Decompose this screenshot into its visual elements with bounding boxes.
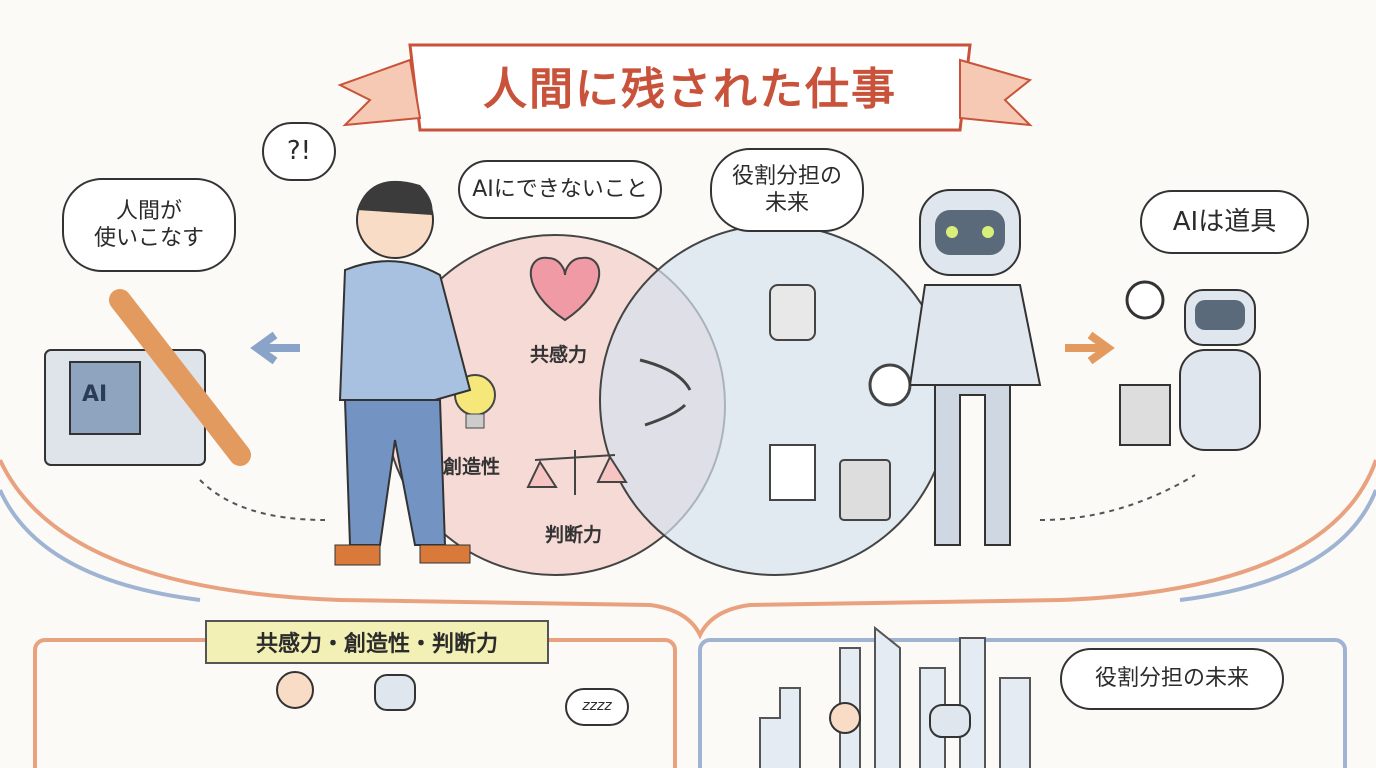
ai-tool-bubble: AIは道具 — [1140, 190, 1309, 254]
city-skyline — [759, 625, 1031, 768]
robot-figure — [908, 189, 1042, 546]
wrench-icon — [109, 289, 251, 466]
judgment-label: 判断力 — [545, 524, 603, 546]
database-icon — [769, 284, 816, 341]
ai-cannot-bubble: AIにできないこと — [458, 160, 662, 219]
arrow-left-icon — [250, 331, 300, 365]
search-analytics-icon — [868, 363, 912, 407]
multi-arm-robot — [1119, 280, 1261, 451]
human-figure — [334, 180, 472, 566]
page-title: 人間に残された仕事 — [483, 64, 897, 115]
scale-icon — [526, 450, 628, 495]
document-chart-icon — [769, 444, 816, 501]
frame-curve — [0, 459, 1376, 640]
bottom-banner: 共感力・創造性・判断力 — [205, 620, 549, 664]
handshake-icon — [639, 358, 692, 427]
creativity-label: 創造性 — [443, 456, 501, 478]
bottom-right-panel — [698, 638, 1347, 768]
question-bubble: ?! — [262, 122, 336, 181]
arrow-right-icon — [1065, 331, 1115, 365]
bottom-role-future-bubble: 役割分担の未来 — [1060, 648, 1284, 710]
sleep-bubble: zzzz — [565, 688, 629, 726]
human-uses-bubble: 人間が 使いこなす — [62, 178, 236, 272]
empathy-label: 共感力 — [530, 344, 588, 366]
ai-chip-label: AI — [82, 382, 108, 407]
heart-icon — [529, 256, 601, 322]
role-future-bubble: 役割分担の 未来 — [710, 148, 864, 232]
calculator-icon — [839, 459, 891, 521]
